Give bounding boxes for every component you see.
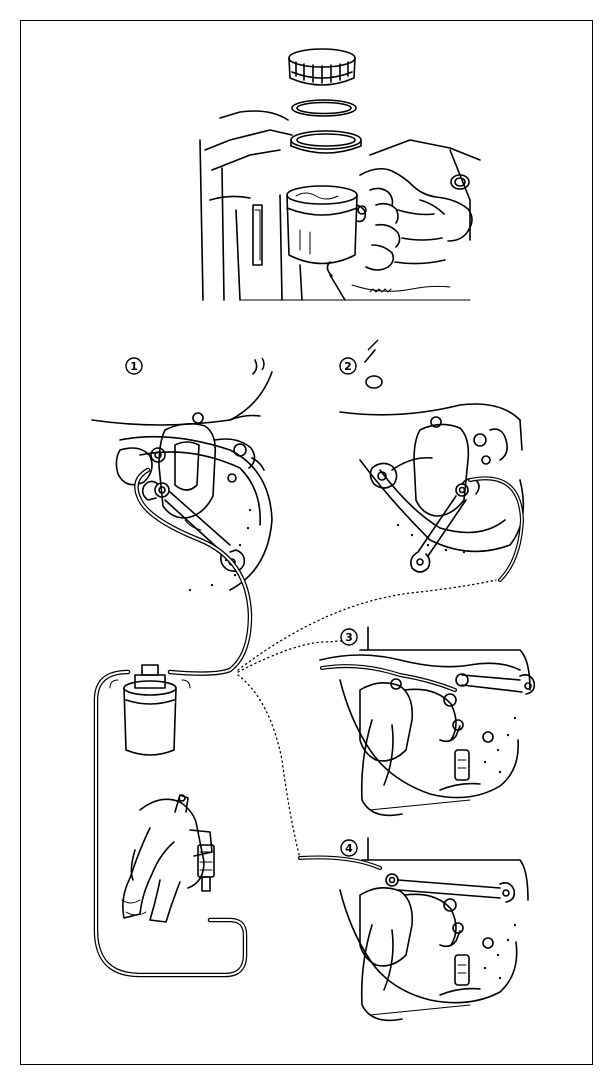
vacuum-hose <box>96 672 245 975</box>
callout-step-1-label: 1 <box>130 360 138 373</box>
vacuum-pump <box>122 795 214 922</box>
callout-step-4: 4 <box>341 840 357 856</box>
hose-routing-lines <box>238 580 496 858</box>
bleed-jar <box>110 665 190 755</box>
caliper-scene-2 <box>340 350 523 580</box>
fluid-reservoir <box>287 186 366 264</box>
caliper-scene-3 <box>320 627 534 815</box>
caliper-scene-4 <box>300 838 528 1020</box>
seal-rings <box>291 100 361 153</box>
reservoir-assembly <box>200 49 480 300</box>
caliper-scene-1 <box>92 360 272 590</box>
callout-step-3-label: 3 <box>345 631 353 644</box>
reservoir-cap <box>289 49 355 85</box>
vehicle-body-lines <box>200 111 480 300</box>
callout-step-2: 2 <box>340 358 356 374</box>
callout-step-2-label: 2 <box>344 360 352 373</box>
callout-step-3: 3 <box>341 629 357 645</box>
callout-step-1: 1 <box>126 358 142 374</box>
callout-step-4-label: 4 <box>345 842 353 855</box>
